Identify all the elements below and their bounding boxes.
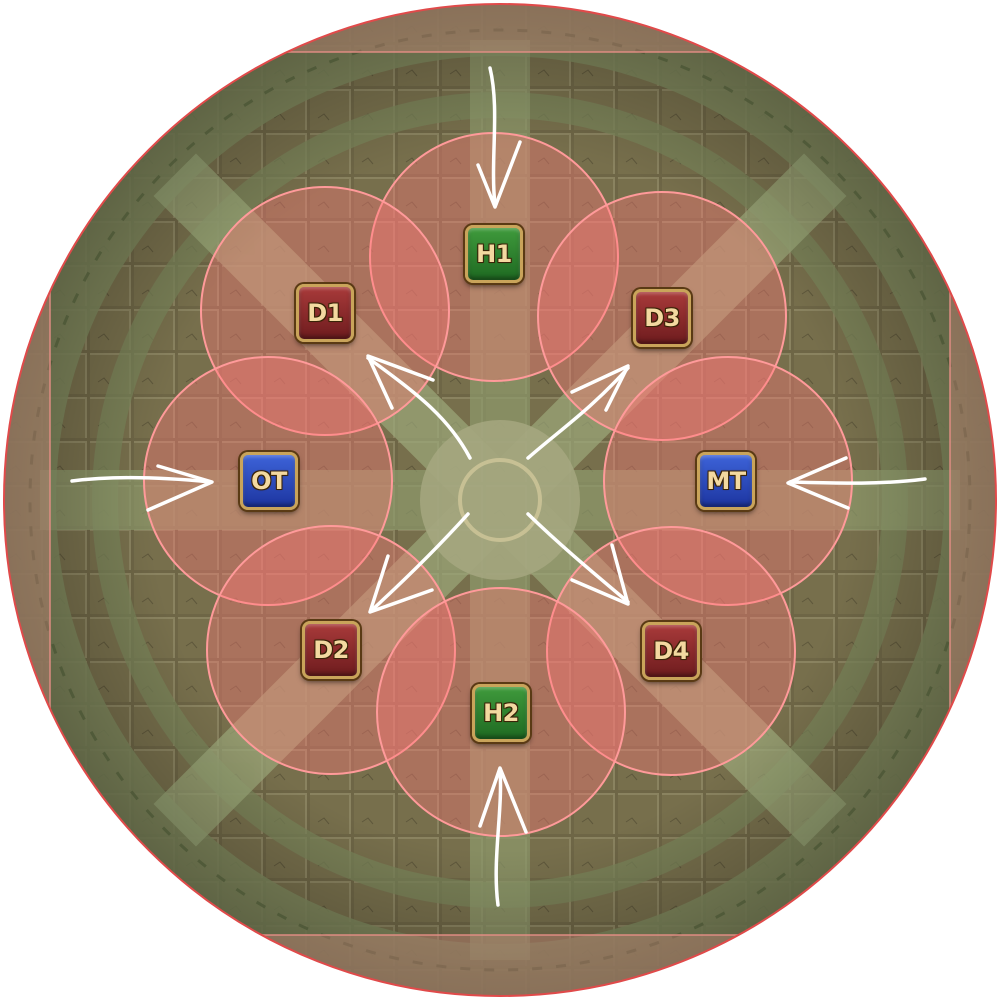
waymark-d4: D4 bbox=[642, 622, 700, 680]
waymark-h2: H2 bbox=[472, 684, 530, 742]
waymark-d1: D1 bbox=[296, 284, 354, 342]
waymark-ot: OT bbox=[240, 452, 298, 510]
waymark-h1: H1 bbox=[465, 225, 523, 283]
waymark-d3: D3 bbox=[633, 289, 691, 347]
waymark-d2: D2 bbox=[302, 621, 360, 679]
waymark-mt: MT bbox=[697, 452, 755, 510]
